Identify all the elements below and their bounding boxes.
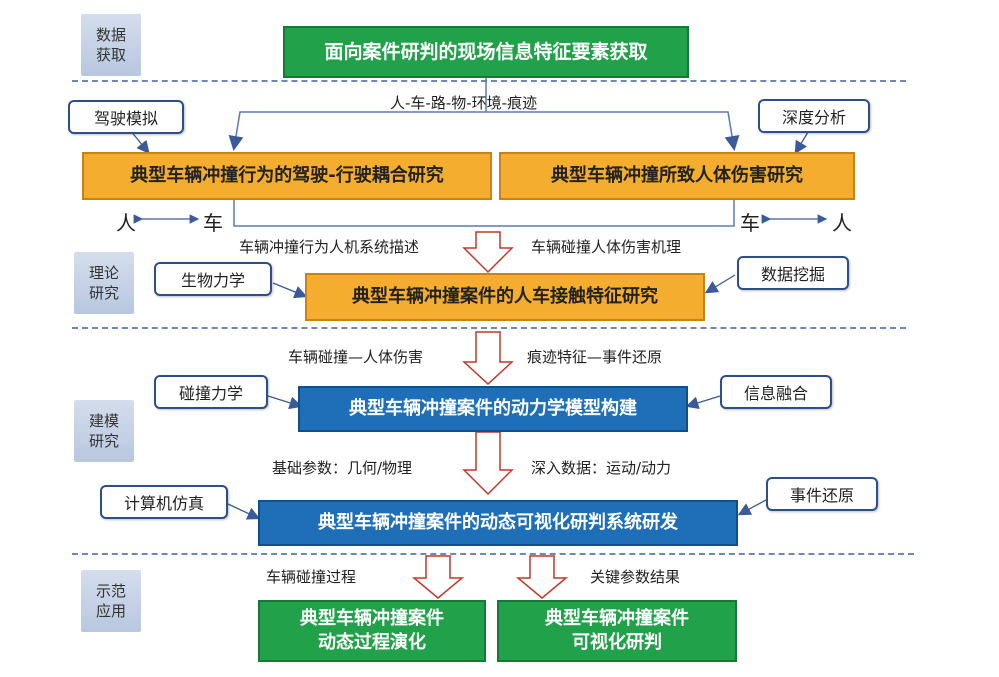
box-driving-coupling-research: 典型车辆冲撞行为的驾驶-行驶耦合研究	[82, 152, 492, 200]
tag-computer-simulation: 计算机仿真	[100, 485, 228, 519]
box-visual-judgement-system: 典型车辆冲撞案件的动态可视化研判系统研发	[258, 500, 738, 546]
stage-label-data-acquisition: 数据 获取	[81, 14, 141, 76]
separator-3	[72, 553, 914, 555]
box-injury-research: 典型车辆冲撞所致人体伤害研究	[499, 152, 855, 200]
edge-label-elements: 人-车-路-物-环境-痕迹	[390, 94, 538, 112]
tag-biomechanics: 生物力学	[154, 262, 272, 296]
stage-label-theory-research: 理论 研究	[74, 252, 134, 314]
top-box-info-acquisition: 面向案件研判的现场信息特征要素获取	[283, 26, 689, 78]
label-collision-process: 车辆碰撞过程	[266, 568, 357, 586]
label-injury-mechanism: 车辆碰撞人体伤害机理	[531, 238, 682, 256]
label-person-left: 人	[116, 211, 136, 235]
tag-info-fusion: 信息融合	[720, 375, 832, 409]
label-collision-injury: 车辆碰撞—人体伤害	[288, 348, 424, 366]
label-deep-data: 深入数据：运动/动力	[531, 459, 672, 477]
box-dynamics-model: 典型车辆冲撞案件的动力学模型构建	[298, 386, 688, 432]
tag-collision-mechanics: 碰撞力学	[154, 375, 268, 409]
tag-depth-analysis: 深度分析	[758, 99, 870, 133]
box-contact-feature-research: 典型车辆冲撞案件的人车接触特征研究	[305, 273, 705, 321]
separator-2	[72, 327, 906, 329]
separator-1	[72, 80, 906, 82]
label-basic-params: 基础参数：几何/物理	[272, 459, 413, 477]
label-car-left: 车	[203, 211, 223, 235]
label-key-params: 关键参数结果	[590, 568, 681, 586]
box-dynamic-process-evolution: 典型车辆冲撞案件 动态过程演化	[258, 600, 486, 662]
label-trace-restore: 痕迹特征—事件还原	[527, 348, 663, 366]
label-person-right: 人	[832, 211, 852, 235]
stage-label-modeling-research: 建模 研究	[74, 400, 134, 462]
label-behavior-description: 车辆冲撞行为人机系统描述	[239, 238, 420, 256]
tag-event-restore: 事件还原	[766, 477, 878, 511]
box-visual-judgement: 典型车辆冲撞案件 可视化研判	[497, 600, 737, 662]
tag-data-mining: 数据挖掘	[737, 256, 849, 290]
stage-label-demonstration: 示范 应用	[81, 570, 141, 632]
label-car-right: 车	[740, 211, 760, 235]
tag-driving-simulation: 驾驶模拟	[68, 100, 184, 134]
